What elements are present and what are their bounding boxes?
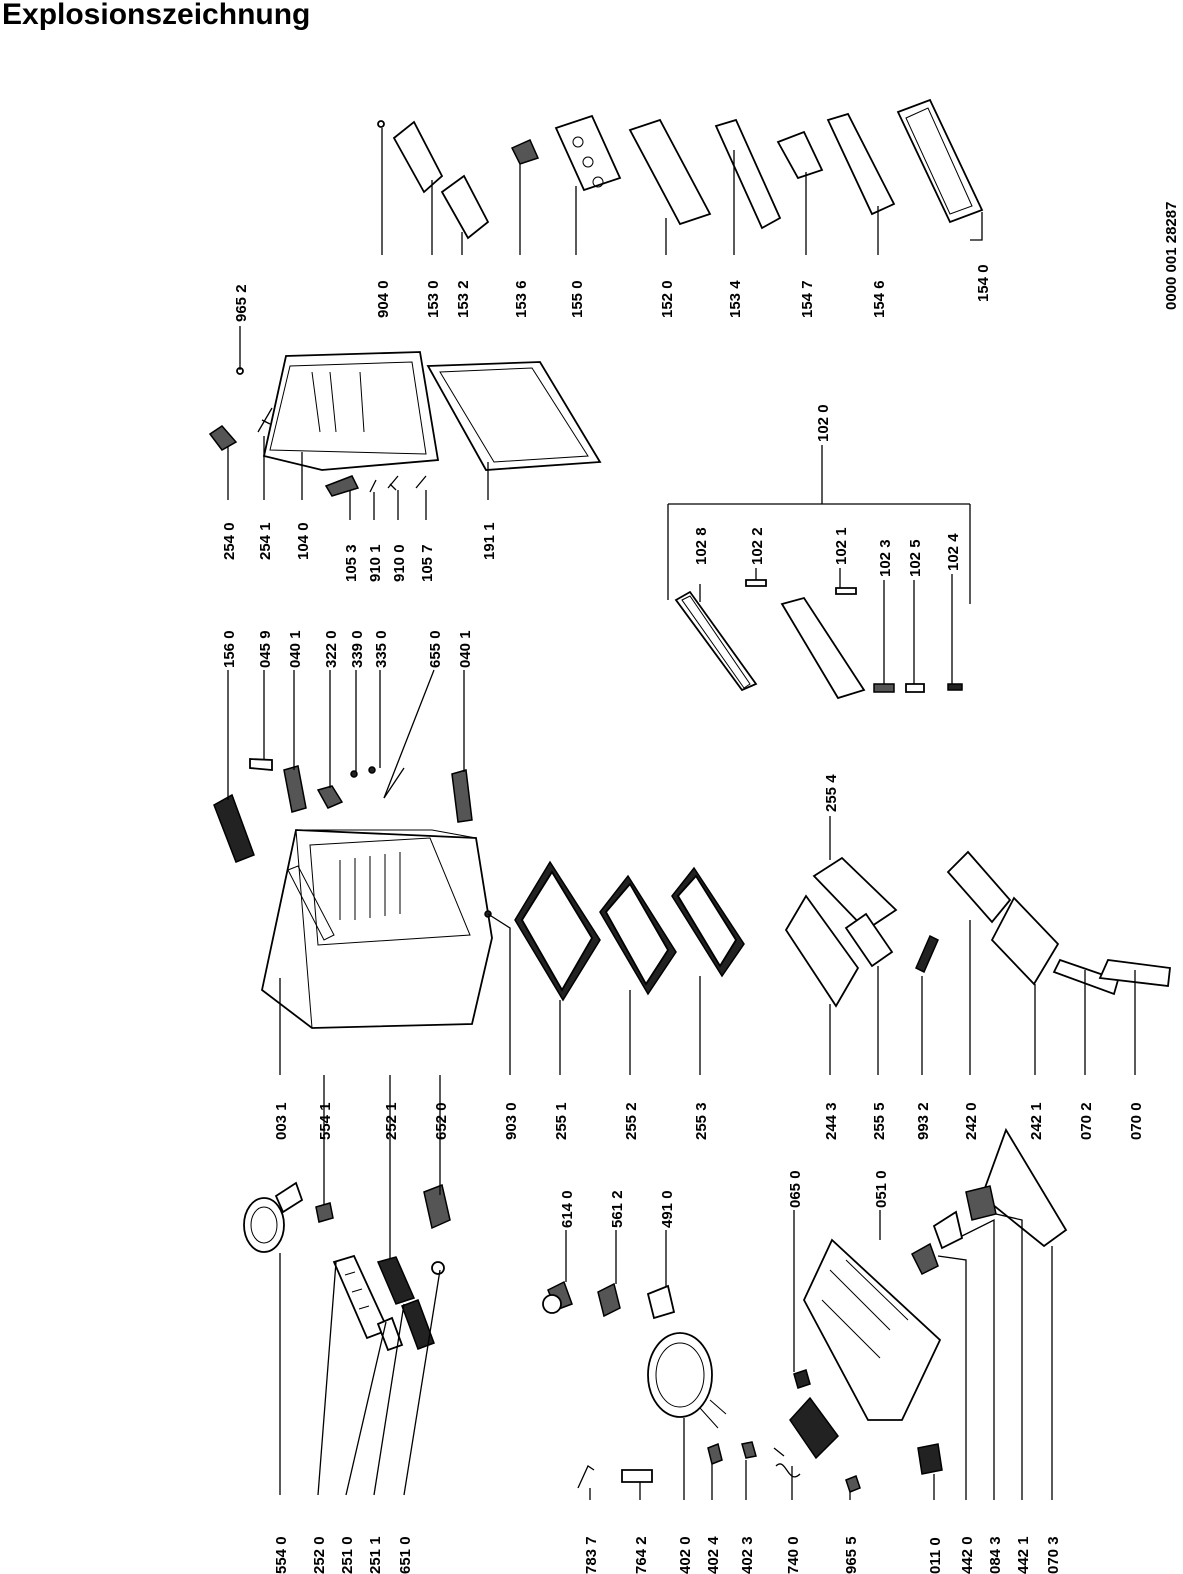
- part-label: 154 7: [799, 280, 816, 318]
- part-label: 084 3: [987, 1536, 1004, 1574]
- part-label: 554 1: [317, 1102, 334, 1140]
- part-label: 993 2: [915, 1102, 932, 1140]
- document-number: 0000 001 28287: [1163, 202, 1180, 310]
- part-label: 255 5: [871, 1102, 888, 1140]
- part-label: 252 1: [383, 1102, 400, 1140]
- small-clip-part: [315, 1202, 334, 1223]
- part-label: 105 7: [419, 544, 436, 582]
- part-label: 561 2: [609, 1190, 626, 1228]
- part-labels: 554 0 252 0 251 0 251 1 651 0 554 1 252 …: [221, 202, 1180, 1574]
- light-cover-part: [376, 1256, 416, 1305]
- part-label: 153 2: [455, 280, 472, 318]
- part-label: 070 0: [1128, 1102, 1145, 1140]
- door-bin-parts: [377, 98, 984, 240]
- part-label: 251 1: [367, 1536, 384, 1574]
- part-label: 652 0: [433, 1102, 450, 1140]
- cabinet-body-part: [261, 829, 493, 1029]
- part-label: 051 0: [873, 1170, 890, 1208]
- part-label: 255 3: [693, 1102, 710, 1140]
- part-label: 339 0: [349, 630, 366, 668]
- part-label: 554 0: [273, 1536, 290, 1574]
- thermostat-knob-part: [243, 1181, 304, 1253]
- part-label: 070 3: [1045, 1536, 1062, 1574]
- part-label: 065 0: [787, 1170, 804, 1208]
- part-label: 740 0: [785, 1536, 802, 1574]
- module-102-parts: [674, 579, 963, 700]
- fan-hinge-parts: [213, 758, 492, 918]
- part-label: 070 2: [1078, 1102, 1095, 1140]
- page-title: Explosionszeichnung: [2, 0, 311, 31]
- part-label: 102 3: [877, 539, 894, 577]
- small-components: [542, 1185, 997, 1493]
- door-assembly-part: [208, 351, 602, 497]
- part-label: 154 0: [975, 264, 992, 302]
- part-label: 045 9: [257, 630, 274, 668]
- part-label: 102 0: [815, 404, 832, 442]
- part-label: 104 0: [295, 522, 312, 560]
- part-label: 910 0: [391, 544, 408, 582]
- switch-part: [423, 1183, 451, 1275]
- part-label: 255 4: [823, 774, 840, 812]
- hinge-cover-parts: [980, 958, 1171, 1248]
- tray-base-part: [802, 1238, 942, 1421]
- part-label: 244 3: [823, 1102, 840, 1140]
- part-label: 102 4: [945, 533, 962, 571]
- part-label: 402 0: [677, 1536, 694, 1574]
- part-label: 040 1: [457, 630, 474, 668]
- part-label: 011 0: [927, 1537, 944, 1574]
- part-label: 402 3: [739, 1536, 756, 1574]
- part-label: 910 1: [367, 544, 384, 582]
- part-label: 105 3: [343, 544, 360, 582]
- part-label: 040 1: [287, 630, 304, 668]
- part-label: 102 2: [749, 527, 766, 565]
- part-label: 254 1: [257, 522, 274, 560]
- bulb-cover-part: [376, 1316, 404, 1352]
- part-label: 322 0: [323, 630, 340, 668]
- part-label: 783 7: [583, 1536, 600, 1574]
- part-label: 155 0: [569, 280, 586, 318]
- part-label: 491 0: [659, 1190, 676, 1228]
- part-label: 254 0: [221, 522, 238, 560]
- leader-lines: [227, 128, 1136, 1500]
- part-label: 965 5: [843, 1536, 860, 1574]
- part-label: 614 0: [559, 1190, 576, 1228]
- part-sketches: [208, 98, 1171, 1493]
- part-label: 904 0: [375, 280, 392, 318]
- part-label: 442 1: [1015, 1536, 1032, 1574]
- part-label: 255 2: [623, 1102, 640, 1140]
- part-label: 153 6: [513, 280, 530, 318]
- part-label: 655 0: [427, 630, 444, 668]
- part-label: 903 0: [503, 1102, 520, 1140]
- part-label: 154 6: [871, 280, 888, 318]
- part-label: 153 0: [425, 280, 442, 318]
- part-label: 651 0: [397, 1536, 414, 1574]
- part-label: 402 4: [705, 1536, 722, 1574]
- part-label: 191 1: [481, 522, 498, 560]
- part-label: 102 1: [833, 527, 850, 565]
- part-label: 255 1: [553, 1102, 570, 1140]
- glass-shelf-parts: [514, 860, 745, 1002]
- part-label: 242 0: [963, 1102, 980, 1140]
- part-label: 251 0: [339, 1536, 356, 1574]
- compressor-part: [647, 1332, 727, 1429]
- lamp-holder-part: [401, 1299, 435, 1350]
- sensor-part: [915, 934, 939, 974]
- part-label: 102 5: [907, 539, 924, 577]
- part-label: 252 0: [311, 1536, 328, 1574]
- part-label: 153 4: [727, 280, 744, 318]
- part-label: 965 2: [233, 284, 250, 322]
- part-label: 102 8: [693, 527, 710, 565]
- part-label: 442 0: [959, 1536, 976, 1574]
- part-label: 764 2: [633, 1536, 650, 1574]
- condenser-part: [773, 1396, 839, 1478]
- part-label: 152 0: [659, 280, 676, 318]
- part-label: 335 0: [373, 630, 390, 668]
- part-label: 242 1: [1028, 1102, 1045, 1140]
- crisper-parts: [784, 850, 1060, 1008]
- part-label: 156 0: [221, 630, 238, 668]
- part-label: 003 1: [273, 1102, 290, 1140]
